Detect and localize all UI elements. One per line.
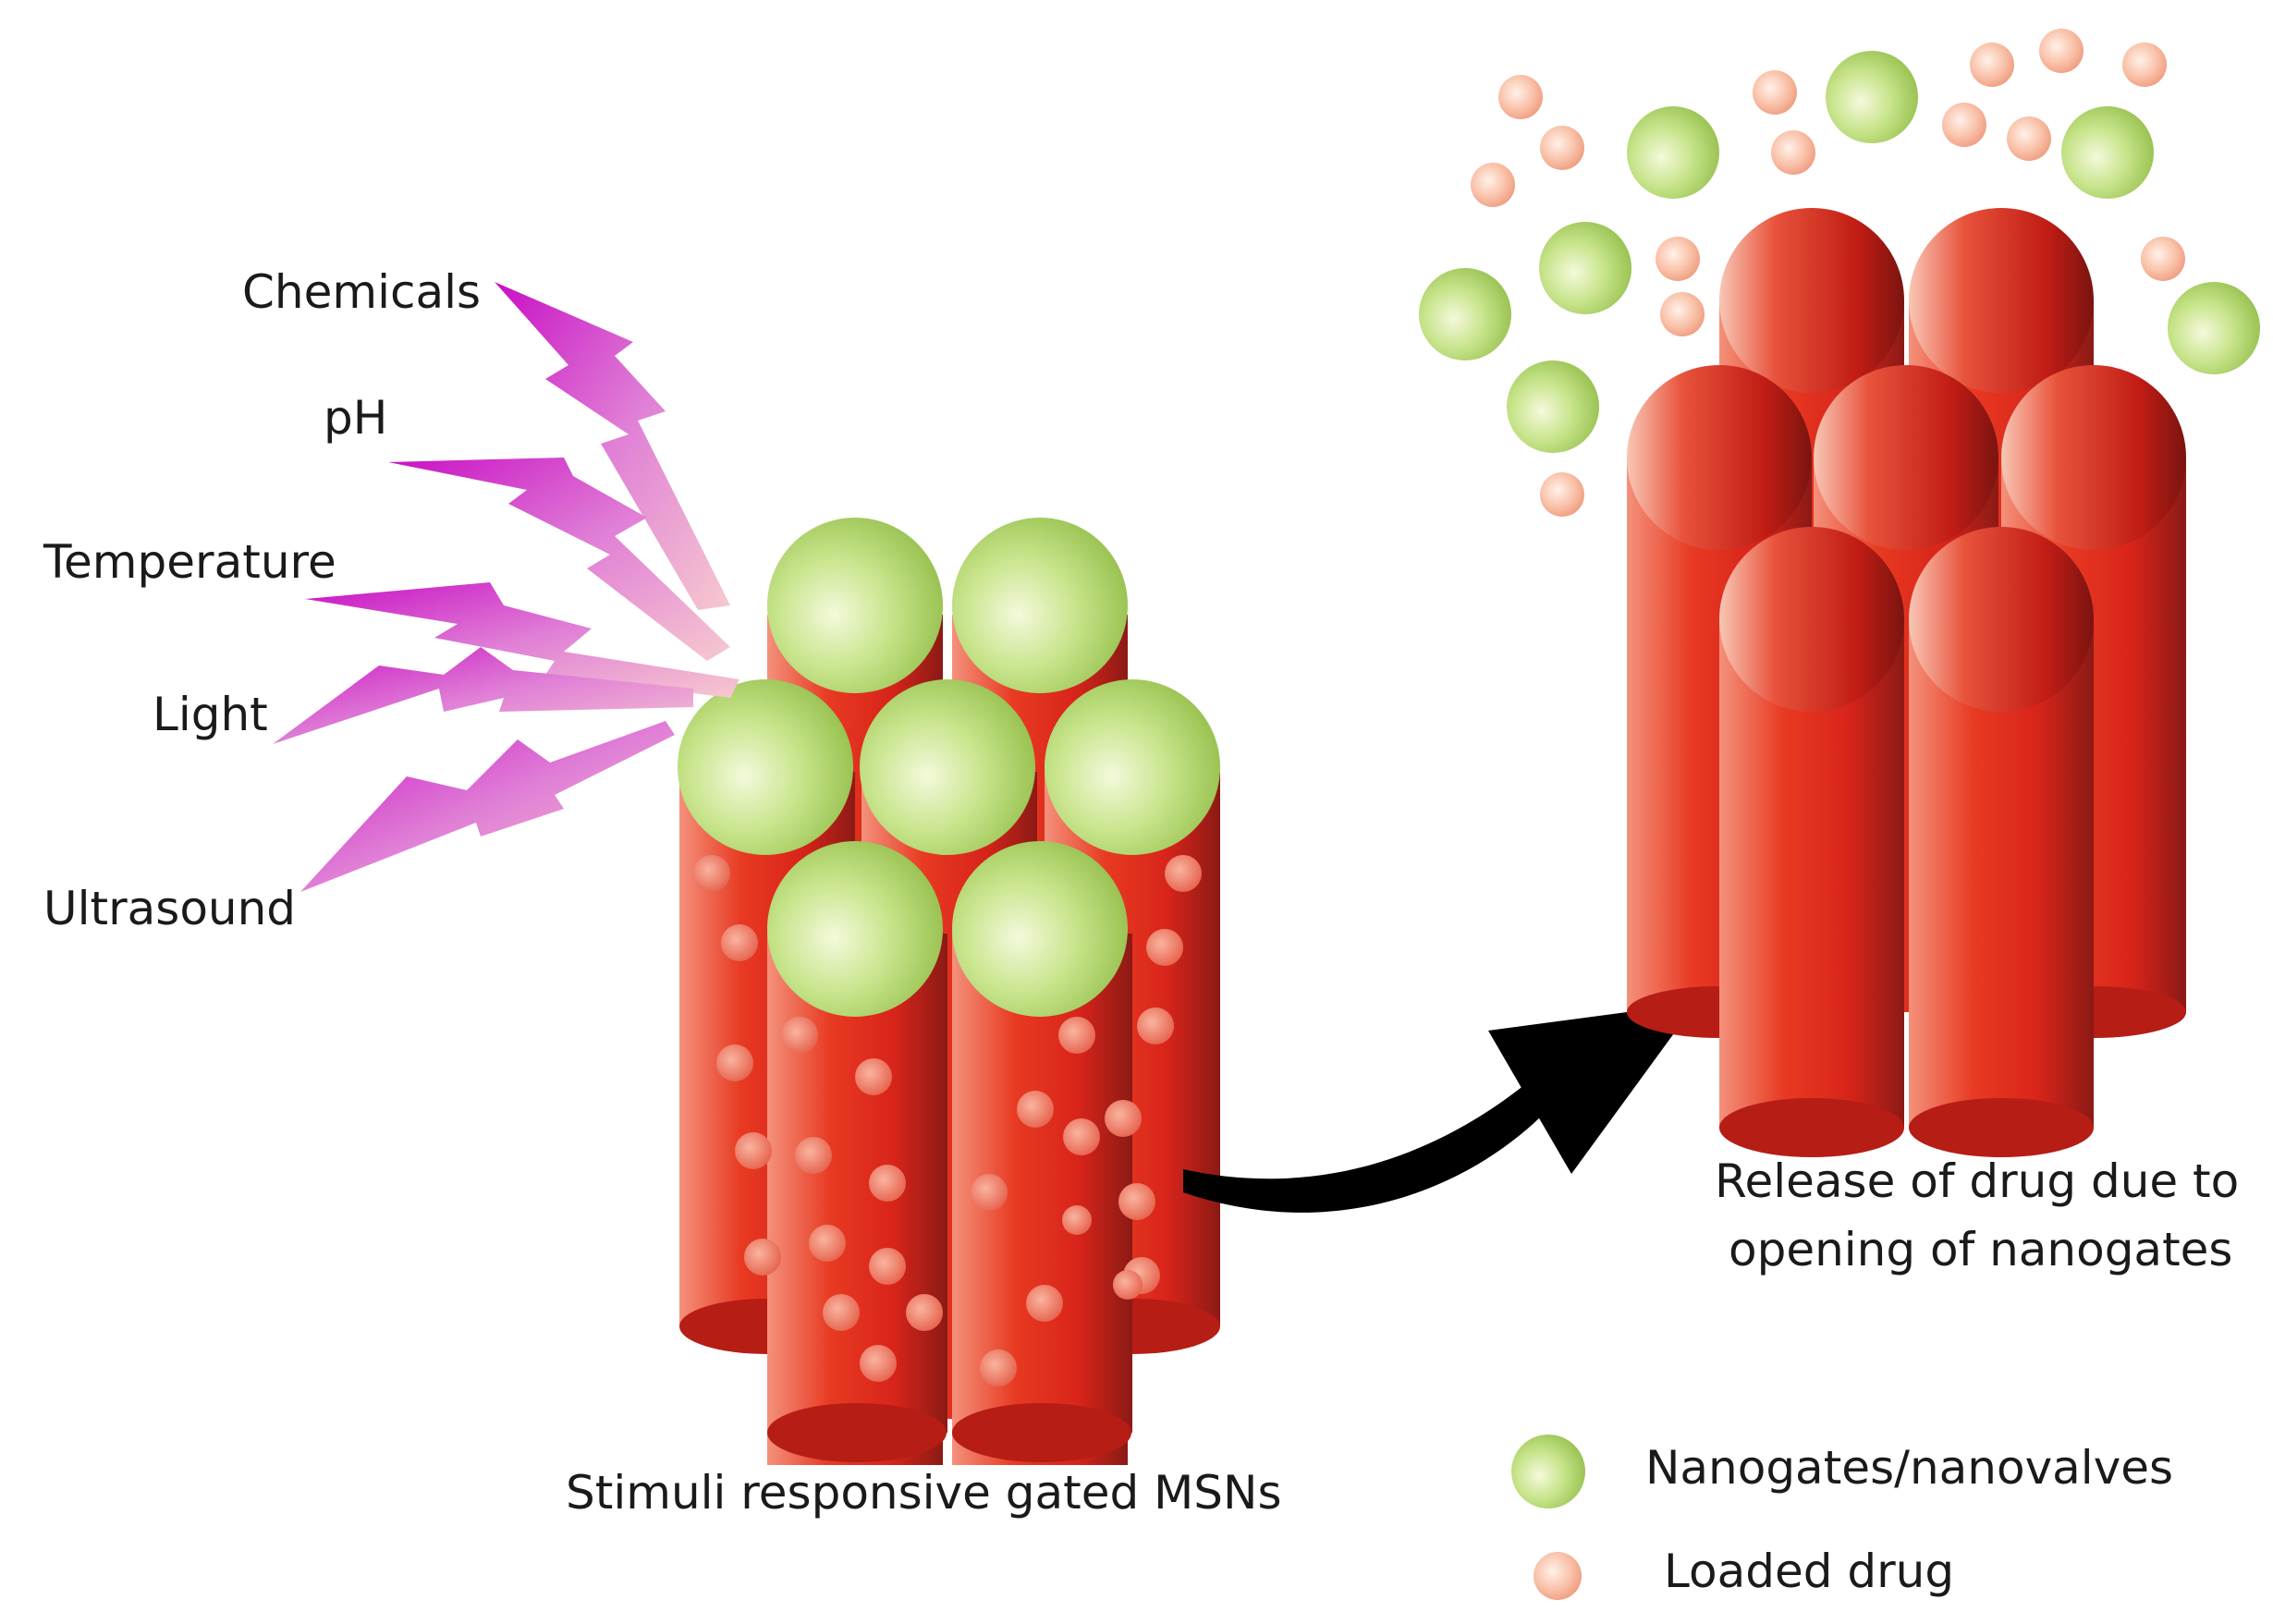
stimulus-label-chemicals: Chemicals (242, 265, 482, 319)
tube (1719, 527, 1904, 1157)
stimulus-label-ultrasound: Ultrasound (43, 882, 297, 935)
lightning-bolt-ph (388, 458, 730, 661)
nanogate (1419, 268, 1511, 360)
opened-msn-bundle (1627, 208, 2186, 1157)
caption-gated-msns: Stimuli responsive gated MSNs (566, 1466, 1282, 1520)
nanogate (860, 679, 1035, 855)
nanogate-caps (678, 518, 1220, 1017)
caption-release-line-1: Release of drug due to (1715, 1154, 2240, 1208)
legend-nanogates-label: Nanogates/nanovalves (1645, 1441, 2174, 1495)
nanogate (2061, 106, 2154, 199)
nanogate (678, 679, 853, 855)
nanogate (1539, 222, 1631, 314)
tube (767, 934, 947, 1462)
nanogate (952, 518, 1128, 693)
nanogate (1627, 106, 1719, 199)
stimulus-label-light: Light (153, 688, 268, 741)
transition-arrow (1183, 1003, 1696, 1213)
lightning-bolt-light (273, 647, 693, 744)
lightning-bolt-temperature (305, 582, 739, 698)
arrow-head (1488, 1003, 1696, 1174)
embedded-drug-dots (693, 855, 1202, 1386)
nanogate (767, 841, 943, 1017)
released-nanogates (1419, 51, 2260, 453)
nanogate (1045, 679, 1220, 855)
tube (1909, 527, 2094, 1157)
stimulus-label-temperature: Temperature (43, 535, 336, 589)
legend-drug-label: Loaded drug (1664, 1545, 1955, 1598)
caption-release-line-2: opening of nanogates (1729, 1223, 2233, 1276)
legend-drug-icon (1534, 1552, 1582, 1600)
stimulus-label-ph: pH (324, 391, 388, 445)
nanogate (952, 841, 1128, 1017)
lightning-bolt-chemicals (495, 282, 730, 610)
nanogate (1826, 51, 1918, 143)
stimuli-bolts (273, 282, 739, 892)
nanogate (2168, 282, 2260, 374)
nanogate (1507, 360, 1599, 453)
legend-nanogate-icon (1511, 1435, 1585, 1508)
nanogate (767, 518, 943, 693)
released-drug (1471, 29, 2185, 517)
lightning-bolt-ultrasound (300, 721, 675, 892)
arrow-shaft (1183, 1077, 1553, 1213)
gated-msn-bundle (678, 518, 1220, 1465)
